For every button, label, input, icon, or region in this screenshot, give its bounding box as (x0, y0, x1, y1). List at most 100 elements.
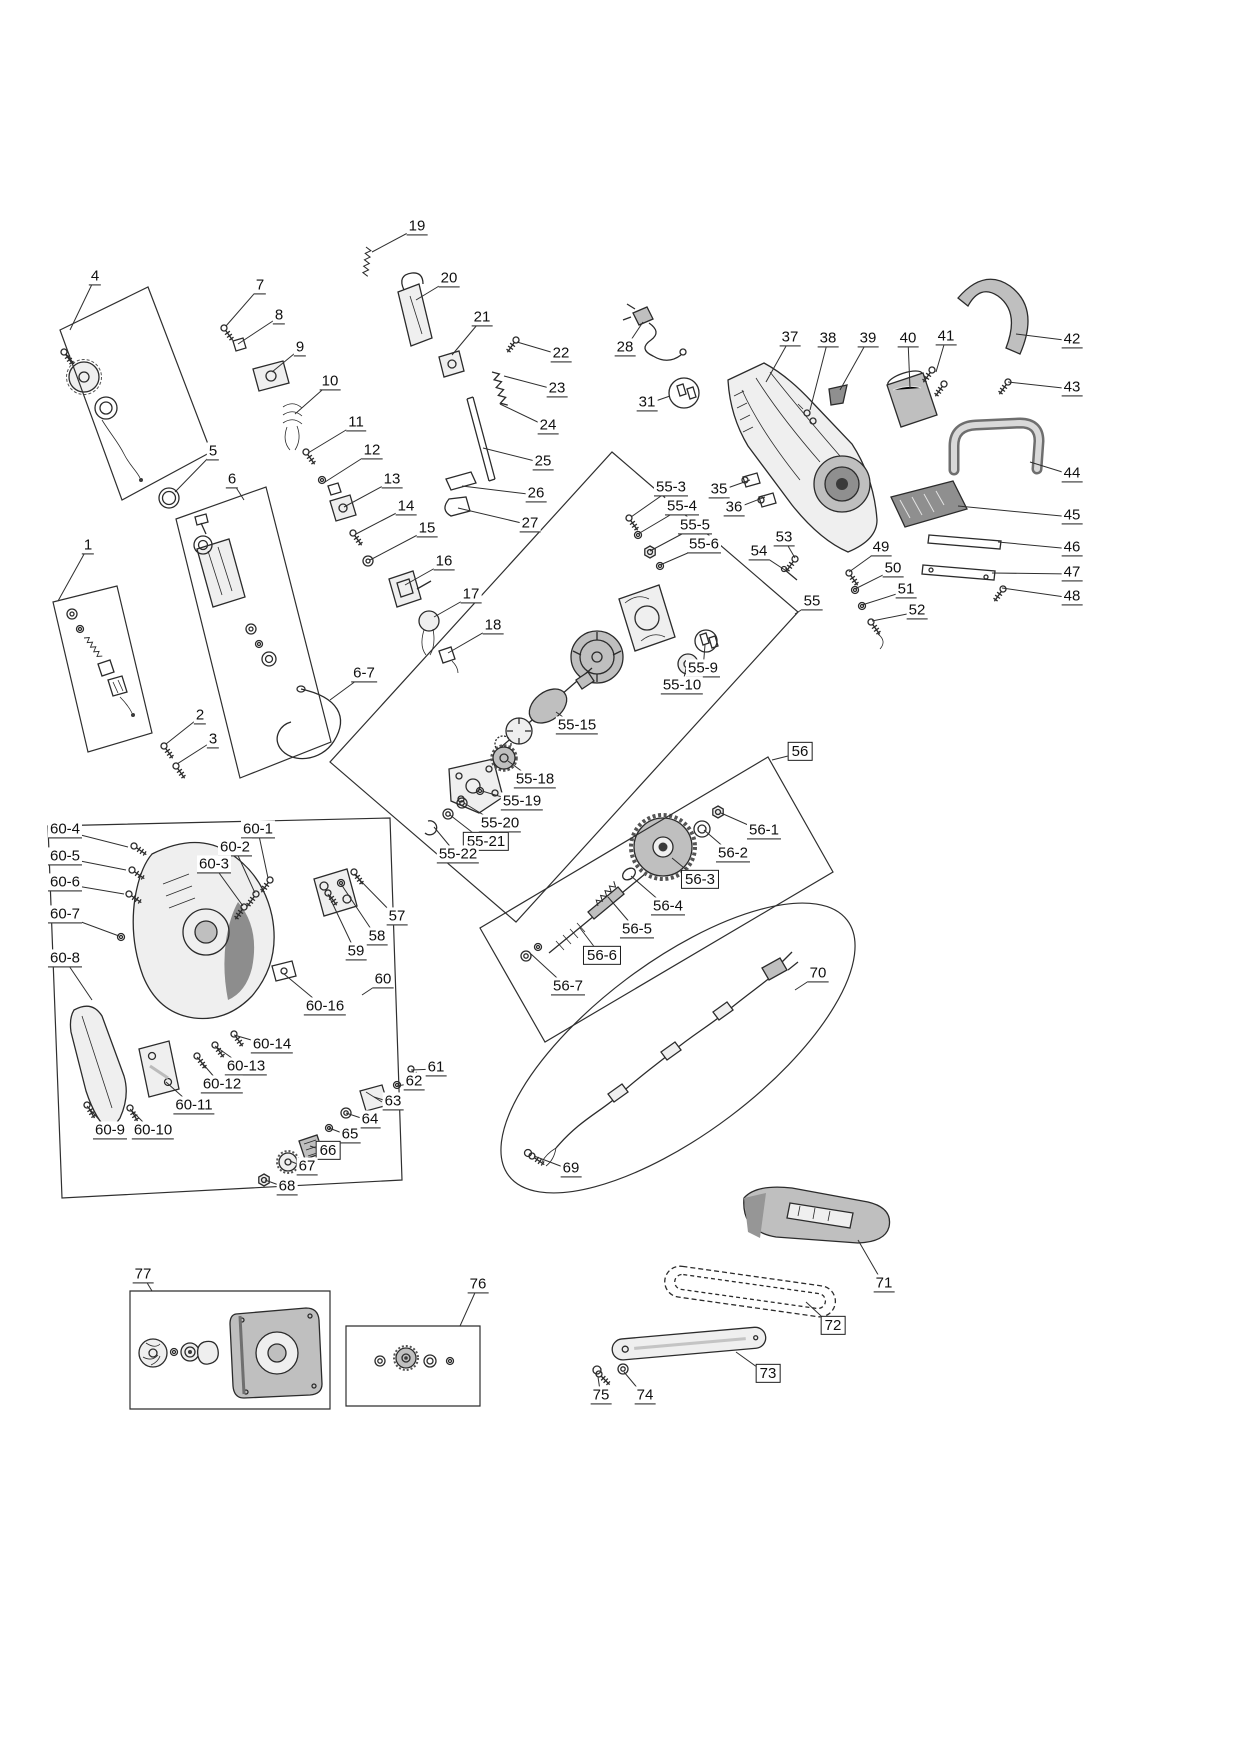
top-handle-assembly-art (358, 246, 521, 517)
part-label-2: 2 (193, 706, 207, 725)
body-cover-60-art (69, 841, 366, 1133)
part-label-76: 76 (467, 1275, 489, 1294)
part-label-52: 52 (906, 601, 928, 620)
part-label-60-9: 60-9 (92, 1121, 128, 1140)
part-label-66: 66 (315, 1140, 341, 1161)
stator-box-77-art (138, 1307, 323, 1399)
part-label-70: 70 (807, 964, 829, 983)
leader-line-48 (1001, 587, 1073, 599)
part-label-55-9: 55-9 (685, 659, 721, 678)
part-label-55-3: 55-3 (653, 478, 689, 497)
bar-bolt-washer-art (592, 1363, 629, 1388)
part-label-56-5: 56-5 (619, 920, 655, 939)
part-label-63: 63 (382, 1092, 404, 1111)
part-label-40: 40 (897, 329, 919, 348)
group-box-76 (345, 1325, 481, 1407)
power-cord-art (622, 303, 700, 409)
part-label-74: 74 (634, 1386, 656, 1405)
group-box-6 (175, 486, 332, 779)
part-label-39: 39 (857, 329, 879, 348)
part-label-64: 64 (359, 1110, 381, 1129)
leader-line-38 (809, 339, 829, 411)
part-label-19: 19 (406, 217, 428, 236)
part-label-60-1: 60-1 (240, 820, 276, 839)
part-label-55-6: 55-6 (686, 535, 722, 554)
part-label-22: 22 (550, 344, 572, 363)
part-label-55: 55 (801, 592, 823, 611)
group-box-55 (329, 451, 799, 923)
brush-rotor-group-art (59, 347, 143, 482)
leader-line-4 (69, 277, 96, 331)
cable-group-70 (500, 902, 856, 1194)
part-label-60: 60 (372, 970, 394, 989)
part-label-51: 51 (895, 580, 917, 599)
part-label-60-7: 60-7 (47, 905, 83, 924)
oil-pump-group-art (193, 513, 342, 760)
leader-line-43 (1007, 381, 1073, 390)
leader-line-47 (991, 572, 1073, 575)
part-label-60-4: 60-4 (47, 820, 83, 839)
part-label-4: 4 (88, 267, 102, 286)
part-label-25: 25 (532, 452, 554, 471)
part-label-12: 12 (361, 441, 383, 460)
part-label-72: 72 (820, 1315, 846, 1336)
leader-line-39 (839, 339, 869, 391)
part-label-37: 37 (779, 328, 801, 347)
part-label-23: 23 (546, 379, 568, 398)
switch-shaft-group-art (66, 608, 135, 717)
part-label-60-16: 60-16 (303, 997, 347, 1016)
part-label-45: 45 (1061, 506, 1083, 525)
part-label-49: 49 (870, 538, 892, 557)
part-label-57: 57 (386, 907, 408, 926)
leader-line-8 (237, 316, 280, 345)
part-label-56-2: 56-2 (715, 844, 751, 863)
part-label-47: 47 (1061, 563, 1083, 582)
part-label-5: 5 (206, 442, 220, 461)
part-label-31: 31 (636, 393, 658, 412)
sprocket-cover-71-art (743, 1186, 891, 1244)
part-label-26: 26 (525, 484, 547, 503)
overlay-layer (47, 227, 1073, 1410)
part-label-1: 1 (81, 536, 95, 555)
part-label-55-10: 55-10 (660, 676, 704, 695)
part-label-60-10: 60-10 (131, 1121, 175, 1140)
part-label-48: 48 (1061, 587, 1083, 606)
motor-housing-assembly-art (727, 278, 1045, 650)
part-label-53: 53 (773, 528, 795, 547)
part-label-55-4: 55-4 (664, 497, 700, 516)
part-label-11: 11 (346, 413, 366, 432)
part-label-56-6: 56-6 (582, 945, 622, 966)
part-label-60-2: 60-2 (217, 838, 253, 857)
part-label-7: 7 (253, 276, 267, 295)
guide-bar-73-art (611, 1326, 767, 1361)
part-label-42: 42 (1061, 330, 1083, 349)
group-box-77 (129, 1290, 331, 1410)
part-label-54: 54 (748, 542, 770, 561)
part-label-17: 17 (460, 585, 482, 604)
ring-5-art (158, 487, 180, 509)
part-label-56-4: 56-4 (650, 897, 686, 916)
part-label-69: 69 (560, 1159, 582, 1178)
part-label-24: 24 (537, 416, 559, 435)
saw-chain-72-art (664, 1265, 837, 1318)
part-label-20: 20 (438, 269, 460, 288)
part-label-55-18: 55-18 (513, 770, 557, 789)
gearbox-56-art (520, 805, 724, 962)
part-label-60-5: 60-5 (47, 847, 83, 866)
part-label-56-1: 56-1 (746, 821, 782, 840)
motor-core-55-art (424, 513, 719, 836)
part-label-56: 56 (787, 741, 813, 762)
part-label-60-11: 60-11 (173, 1096, 215, 1115)
part-label-65: 65 (339, 1125, 361, 1144)
part-label-55-22: 55-22 (436, 845, 480, 864)
part-label-3: 3 (206, 730, 220, 749)
leader-line-1 (57, 546, 89, 602)
leader-line-27 (457, 507, 531, 526)
part-label-55-15: 55-15 (555, 716, 599, 735)
part-label-75: 75 (590, 1386, 612, 1405)
part-label-59: 59 (345, 942, 367, 961)
part-label-8: 8 (272, 306, 286, 325)
